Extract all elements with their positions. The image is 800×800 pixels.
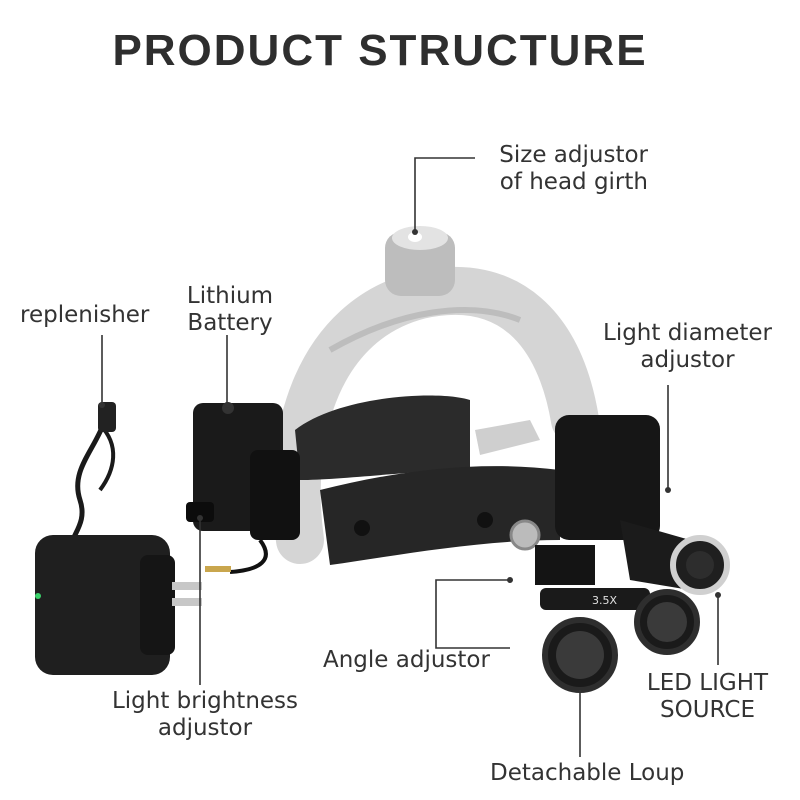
label-light-diameter-adjustor: Light diameter adjustor bbox=[590, 320, 785, 374]
light-unit bbox=[555, 415, 660, 540]
label-line: Battery bbox=[187, 310, 273, 336]
label-line: Lithium bbox=[186, 283, 274, 309]
leader-size bbox=[414, 157, 475, 232]
cable-plug bbox=[98, 402, 116, 432]
label-angle-adjustor: Angle adjustor bbox=[323, 647, 490, 673]
label-line: Light diameter bbox=[603, 320, 772, 346]
charger-prong bbox=[172, 582, 202, 590]
label-line: Size adjustor bbox=[499, 142, 648, 168]
label-line: SOURCE bbox=[660, 697, 755, 723]
magnification-mark: 3.5X bbox=[592, 594, 617, 607]
label-light-brightness-adjustor: Light brightness adjustor bbox=[100, 688, 310, 742]
page-title: PRODUCT STRUCTURE bbox=[112, 26, 648, 75]
label-line: Light brightness bbox=[111, 688, 299, 714]
leader-angle bbox=[435, 579, 510, 649]
charger-adapter bbox=[35, 535, 170, 675]
angle-adjustor-knob bbox=[509, 519, 541, 551]
label-size-adjustor: Size adjustor of head girth bbox=[450, 142, 648, 196]
size-adjustor-knob bbox=[385, 232, 455, 296]
loupe-bar bbox=[540, 588, 650, 610]
label-line: adjustor bbox=[640, 347, 735, 373]
label-replenisher: replenisher bbox=[20, 302, 150, 328]
label-led-light-source: LED LIGHT SOURCE bbox=[640, 670, 775, 724]
label-detachable-loup: Detachable Loup bbox=[490, 760, 685, 786]
brightness-knob bbox=[186, 502, 214, 522]
label-line: of head girth bbox=[499, 169, 648, 195]
leather-strap bbox=[295, 395, 470, 480]
label-line: LED LIGHT bbox=[646, 670, 769, 696]
label-line: adjustor bbox=[157, 715, 253, 741]
label-lithium-battery: Lithium Battery bbox=[170, 283, 290, 337]
